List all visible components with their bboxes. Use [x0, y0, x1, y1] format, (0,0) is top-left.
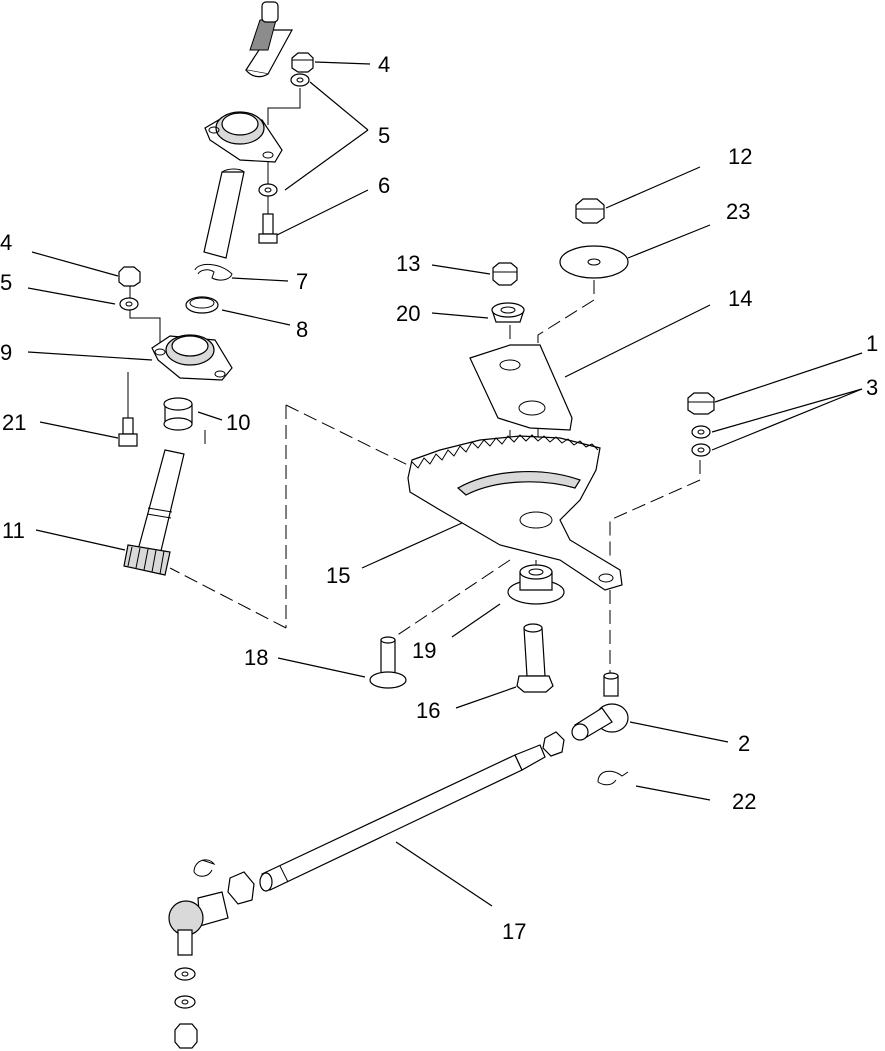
- washer-3-b: [691, 443, 711, 457]
- washer-5-top: [290, 73, 310, 87]
- washer-23: [559, 245, 629, 279]
- ring-8: [185, 296, 219, 314]
- callout-18: 18: [244, 645, 268, 670]
- ball-joint-left: [168, 891, 229, 1049]
- nut-4-left: [118, 266, 141, 287]
- nut-1: [687, 392, 715, 415]
- callout-8: 8: [296, 317, 308, 342]
- spacer-19: [507, 564, 565, 605]
- washer-3-a: [691, 425, 711, 439]
- ball-joint-2: [571, 672, 629, 741]
- callout-9: 9: [0, 340, 12, 365]
- steering-tube-upper: [203, 168, 245, 259]
- callout-7: 7: [296, 269, 308, 294]
- bushing-10: [163, 397, 193, 431]
- callout-14: 14: [728, 286, 752, 311]
- callout-20: 20: [396, 301, 420, 326]
- assembly-lines: [127, 88, 701, 680]
- callout-5-top: 5: [378, 123, 390, 148]
- cotter-pin-22: [597, 770, 629, 786]
- callout-6: 6: [378, 173, 390, 198]
- callout-13: 13: [396, 251, 420, 276]
- sector-gear-15: [407, 434, 623, 591]
- jam-nut-right: [542, 731, 565, 757]
- e-clip-7: [194, 264, 233, 281]
- callout-12: 12: [728, 144, 752, 169]
- callout-22: 22: [732, 789, 756, 814]
- callout-3: 3: [866, 375, 878, 400]
- callouts: 4 5 6 7 8 4 5 9 10 21 11 13 20 12 23 14 …: [0, 52, 878, 944]
- lower-shaft-pinion-11: [123, 449, 185, 576]
- callout-4-left: 4: [0, 230, 12, 255]
- bolt-6: [258, 213, 278, 244]
- callout-2: 2: [738, 731, 750, 756]
- lower-flange-bearing-9: [151, 334, 233, 381]
- leader-lines: [27, 61, 863, 907]
- callout-4-top: 4: [378, 52, 390, 77]
- callout-17: 17: [502, 919, 526, 944]
- spacer-20: [491, 302, 525, 323]
- bolt-21: [118, 417, 138, 447]
- callout-11: 11: [2, 518, 25, 543]
- callout-23: 23: [726, 199, 750, 224]
- washer-5-mid: [258, 183, 278, 197]
- nut-13: [492, 262, 518, 286]
- washer-5-left: [119, 297, 139, 311]
- bracket-14: [469, 344, 573, 431]
- bolt-18: [369, 636, 407, 689]
- callout-1: 1: [866, 331, 878, 356]
- callout-10: 10: [226, 410, 250, 435]
- callout-15: 15: [326, 563, 350, 588]
- nut-4-top: [291, 52, 314, 73]
- cotter-pin-left: [193, 859, 216, 877]
- upper-flange-bearing: [204, 111, 283, 163]
- nut-12: [575, 198, 605, 224]
- tie-rod-17: [259, 744, 546, 892]
- callout-19: 19: [412, 638, 436, 663]
- jam-nut-left: [227, 871, 255, 905]
- bolt-16: [516, 623, 554, 693]
- callout-5-left: 5: [0, 270, 12, 295]
- upper-steering-shaft: [245, 1, 294, 78]
- callout-16: 16: [416, 698, 440, 723]
- callout-21: 21: [2, 410, 26, 435]
